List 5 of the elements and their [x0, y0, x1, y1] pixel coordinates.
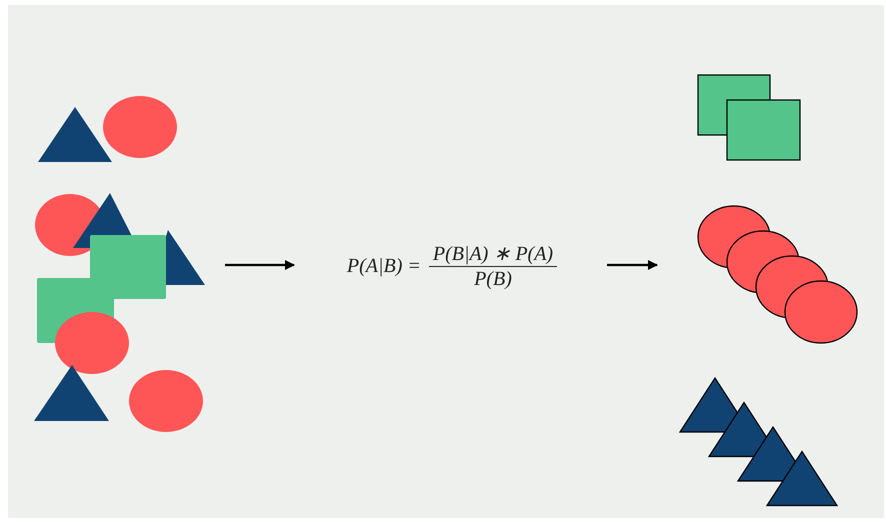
formula-text: P(B|A) ∗ P(A): [432, 242, 554, 266]
formula-text: P(B): [474, 266, 512, 290]
formula-text: P(A|B) =: [346, 254, 421, 279]
arrow: [607, 260, 658, 270]
arrow: [225, 260, 295, 270]
